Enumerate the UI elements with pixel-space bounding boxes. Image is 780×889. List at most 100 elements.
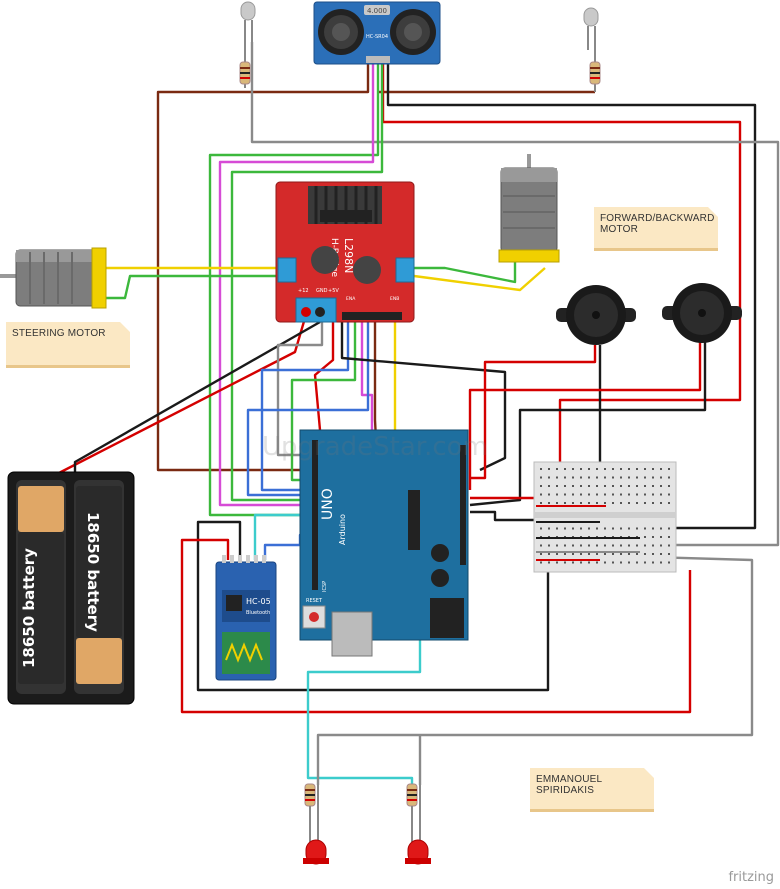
breadboard-hole [660, 544, 662, 547]
driver-terminal-left [277, 257, 297, 283]
bt-model-label: HC-05 [246, 597, 271, 606]
breadboard-hole [580, 527, 582, 530]
breadboard-hole [556, 553, 558, 555]
breadboard-hole [548, 561, 550, 564]
driver-pin-5v: +5V [328, 288, 339, 294]
breadboard-hole [556, 527, 558, 530]
wire-cyan-bt-1 [253, 513, 312, 560]
breadboard-hole [644, 502, 646, 504]
breadboard-hole [644, 536, 646, 538]
breadboard-hole [588, 476, 590, 479]
wire-gray-right [250, 42, 780, 547]
breadboard-hole [628, 502, 630, 504]
breadboard-hole [540, 502, 542, 504]
breadboard-hole [548, 493, 550, 496]
breadboard-hole [596, 561, 598, 564]
breadboard-hole [596, 468, 598, 470]
breadboard-hole [604, 476, 606, 479]
breadboard-hole [540, 468, 542, 470]
fritzing-logo: fritzing [728, 870, 774, 885]
breadboard-hole [572, 553, 574, 555]
breadboard-hole [644, 527, 646, 530]
breadboard-hole [660, 502, 662, 504]
breadboard-hole [580, 553, 582, 555]
breadboard-hole [572, 527, 574, 530]
note-drive-motor-line1: FORWARD/BACKWARD [600, 213, 715, 224]
led-bottom-right [405, 783, 431, 865]
buzzer-1 [556, 285, 636, 345]
note-steering-motor-text: STEERING MOTOR [12, 328, 106, 339]
note-drive-motor-line2: MOTOR [600, 224, 639, 235]
breadboard-hole [628, 527, 630, 530]
breadboard-hole [548, 476, 550, 479]
wire-green-2 [230, 62, 384, 502]
ultrasonic-sensor: 4.000 HC-SR04 [313, 1, 441, 65]
wire-gray-led [316, 553, 754, 785]
breadboard-hole [628, 544, 630, 547]
breadboard-hole [636, 493, 638, 496]
breadboard-hole [668, 493, 670, 496]
hc05-bluetooth: HC-05 Bluetooth [215, 555, 277, 681]
driver-terminal-right [395, 257, 415, 283]
breadboard-hole [612, 493, 614, 496]
breadboard-hole [612, 485, 614, 487]
driver-model-label: L298N [342, 238, 355, 273]
l298n-motor-driver: L298N H-Bridge +12 GND +5V ENA ENB [275, 181, 415, 323]
breadboard-hole [652, 485, 654, 487]
breadboard-hole [668, 553, 670, 555]
breadboard-hole [572, 468, 574, 470]
breadboard-hole [572, 502, 574, 504]
driver-pin-ena: ENA [346, 296, 356, 302]
breadboard-hole [668, 536, 670, 538]
bt-sub-label: Bluetooth [246, 610, 270, 616]
breadboard-hole [668, 544, 670, 547]
breadboard-hole [564, 502, 566, 504]
breadboard-hole [540, 485, 542, 487]
breadboard-hole [588, 527, 590, 530]
breadboard-hole [596, 553, 598, 555]
breadboard-hole [556, 502, 558, 504]
battery-label-1: 18650 battery [20, 548, 38, 668]
breadboard-hole [548, 544, 550, 547]
breadboard-hole [628, 476, 630, 479]
breadboard-hole [652, 493, 654, 496]
breadboard-hole [588, 544, 590, 547]
note-drive-motor: FORWARD/BACKWARD MOTOR [594, 207, 718, 251]
arduino-reset-label: RESET [306, 598, 323, 604]
breadboard-hole [596, 493, 598, 496]
breadboard-hole [604, 544, 606, 547]
sensor-model-label: HC-SR04 [366, 34, 388, 40]
breadboard [533, 461, 677, 573]
breadboard-hole [604, 493, 606, 496]
breadboard-hole [620, 476, 622, 479]
breadboard-hole [644, 476, 646, 479]
breadboard-hole [628, 485, 630, 487]
breadboard-hole [548, 502, 550, 504]
breadboard-hole [652, 561, 654, 564]
breadboard-hole [588, 502, 590, 504]
wire-yellow-drive [413, 267, 546, 292]
breadboard-hole [540, 476, 542, 479]
breadboard-hole [620, 553, 622, 555]
wire-blue-2 [246, 318, 370, 497]
breadboard-hole [580, 544, 582, 547]
wire-magenta-1 [218, 62, 375, 507]
breadboard-hole [540, 544, 542, 547]
breadboard-hole [612, 544, 614, 547]
breadboard-hole [668, 527, 670, 530]
note-author: EMMANOUEL SPIRIDAKIS [530, 768, 654, 812]
breadboard-hole [628, 561, 630, 564]
breadboard-hole [628, 468, 630, 470]
breadboard-hole [612, 468, 614, 470]
arduino-brand-label: Arduino [338, 514, 347, 545]
breadboard-hole [588, 553, 590, 555]
breadboard-hole [596, 502, 598, 504]
breadboard-hole [604, 561, 606, 564]
breadboard-hole [644, 485, 646, 487]
breadboard-hole [604, 468, 606, 470]
wire-brown-sensor-vcc [156, 62, 370, 472]
breadboard-hole [636, 485, 638, 487]
breadboard-hole [636, 476, 638, 479]
breadboard-hole [588, 493, 590, 496]
breadboard-hole [572, 476, 574, 479]
